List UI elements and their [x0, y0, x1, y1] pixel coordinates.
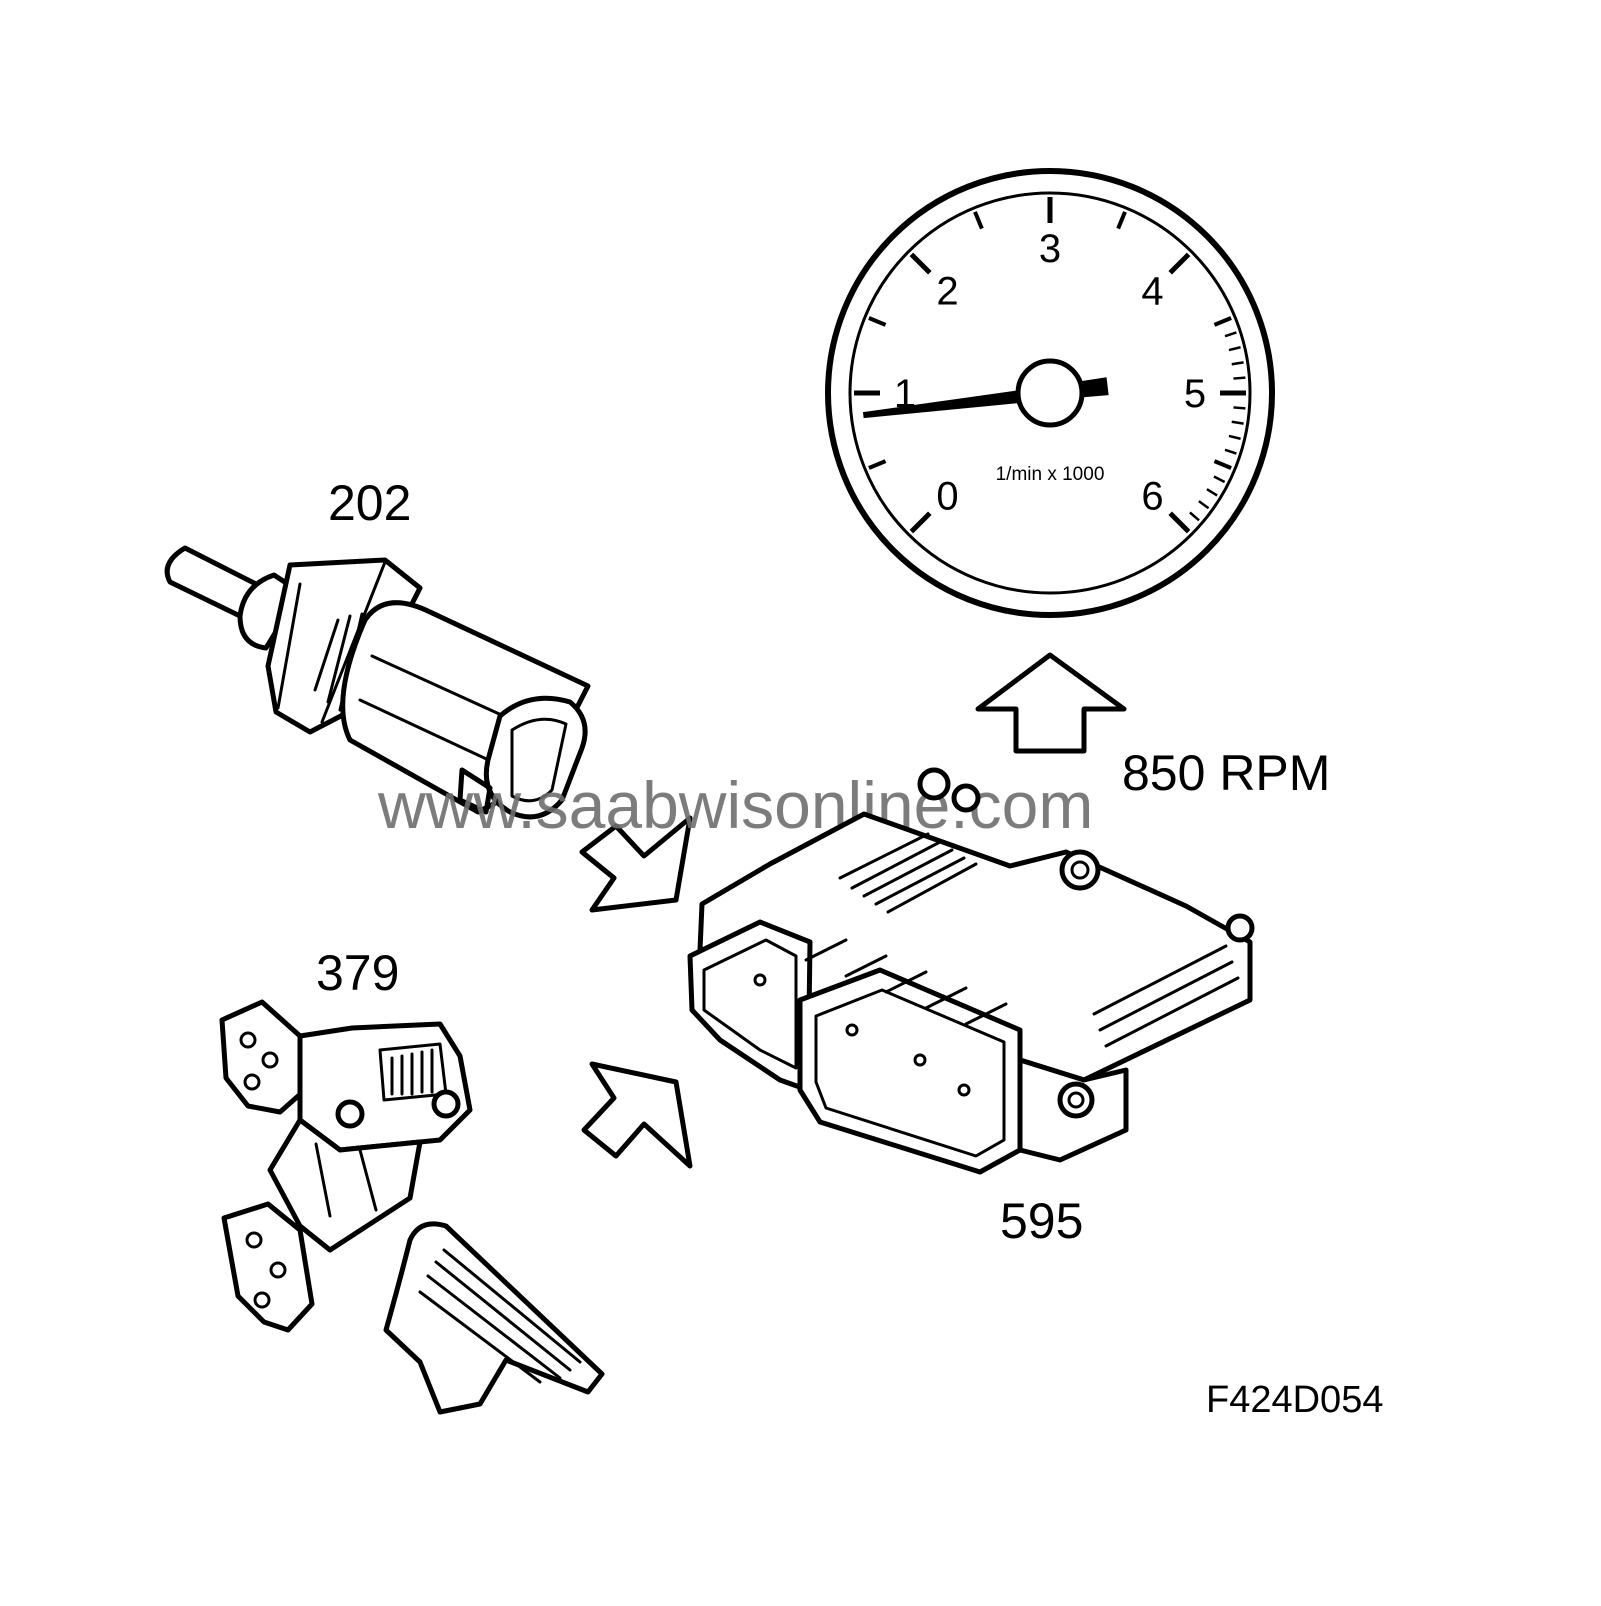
tachometer-major-tick — [1168, 252, 1191, 275]
tachometer-scale-number: 0 — [936, 475, 958, 519]
tachometer-unit: 1/min x 1000 — [996, 464, 1105, 485]
tachometer-fine-tick — [1231, 420, 1244, 425]
tachometer-fine-tick — [1228, 346, 1241, 352]
tachometer-scale-number: 4 — [1141, 269, 1163, 313]
tachometer-inner-ring — [848, 191, 1252, 595]
tachometer-ticks — [854, 197, 1246, 534]
tachometer-scale-number: 1 — [894, 372, 916, 416]
tachometer-minor-tick — [973, 211, 984, 230]
tachometer-major-tick — [909, 252, 932, 275]
pedal-sensor-label: 379 — [316, 945, 399, 1001]
tachometer-fine-tick — [1224, 331, 1237, 338]
arrow-up-icon — [975, 652, 1127, 754]
tachometer-major-tick — [909, 511, 932, 534]
engine-control-module — [687, 767, 1255, 1175]
tachometer-minor-tick — [1116, 211, 1127, 230]
tachometer-fine-tick — [1228, 434, 1241, 440]
tachometer-fine-tick — [1233, 376, 1246, 380]
control-module-label: 595 — [1000, 1193, 1083, 1249]
coolant-sensor-label: 202 — [328, 475, 411, 531]
arrow-up-right-icon — [581, 1061, 693, 1169]
tachometer-fine-tick — [1179, 522, 1190, 533]
tachometer-scale: 0 1 2 3 4 5 6 — [894, 227, 1206, 519]
coolant-temperature-sensor — [164, 545, 591, 820]
tachometer-fine-tick — [1224, 448, 1237, 455]
tachometer-minor-tick — [868, 316, 887, 327]
accelerator-pedal-assembly — [219, 999, 605, 1415]
tachometer-fine-tick — [1189, 511, 1200, 522]
arrow-down-right-icon — [579, 815, 693, 913]
tachometer-fine-tick — [1219, 462, 1232, 470]
tachometer-scale-number: 6 — [1141, 475, 1163, 519]
tachometer-scale-number: 5 — [1184, 372, 1206, 416]
watermark-text: www.saabwisonline.com — [377, 768, 1093, 842]
tachometer: 0 1 2 3 4 5 6 1/min x 1000 — [825, 168, 1275, 618]
tachometer-scale-number: 2 — [936, 269, 958, 313]
tachometer-scale-number: 3 — [1039, 227, 1061, 271]
tachometer-minor-tick — [868, 459, 887, 470]
rpm-label: 850 RPM — [1122, 745, 1330, 801]
tachometer-fine-tick — [1233, 406, 1246, 410]
tachometer-hub — [1015, 358, 1085, 428]
tachometer-fine-tick — [1213, 475, 1226, 484]
tachometer-fine-tick — [1231, 361, 1244, 366]
tachometer-fine-tick — [1198, 500, 1210, 510]
tachometer-fine-tick — [1206, 488, 1218, 497]
tachometer-fine-tick — [1219, 316, 1232, 324]
figure-code: F424D054 — [1206, 1379, 1383, 1421]
